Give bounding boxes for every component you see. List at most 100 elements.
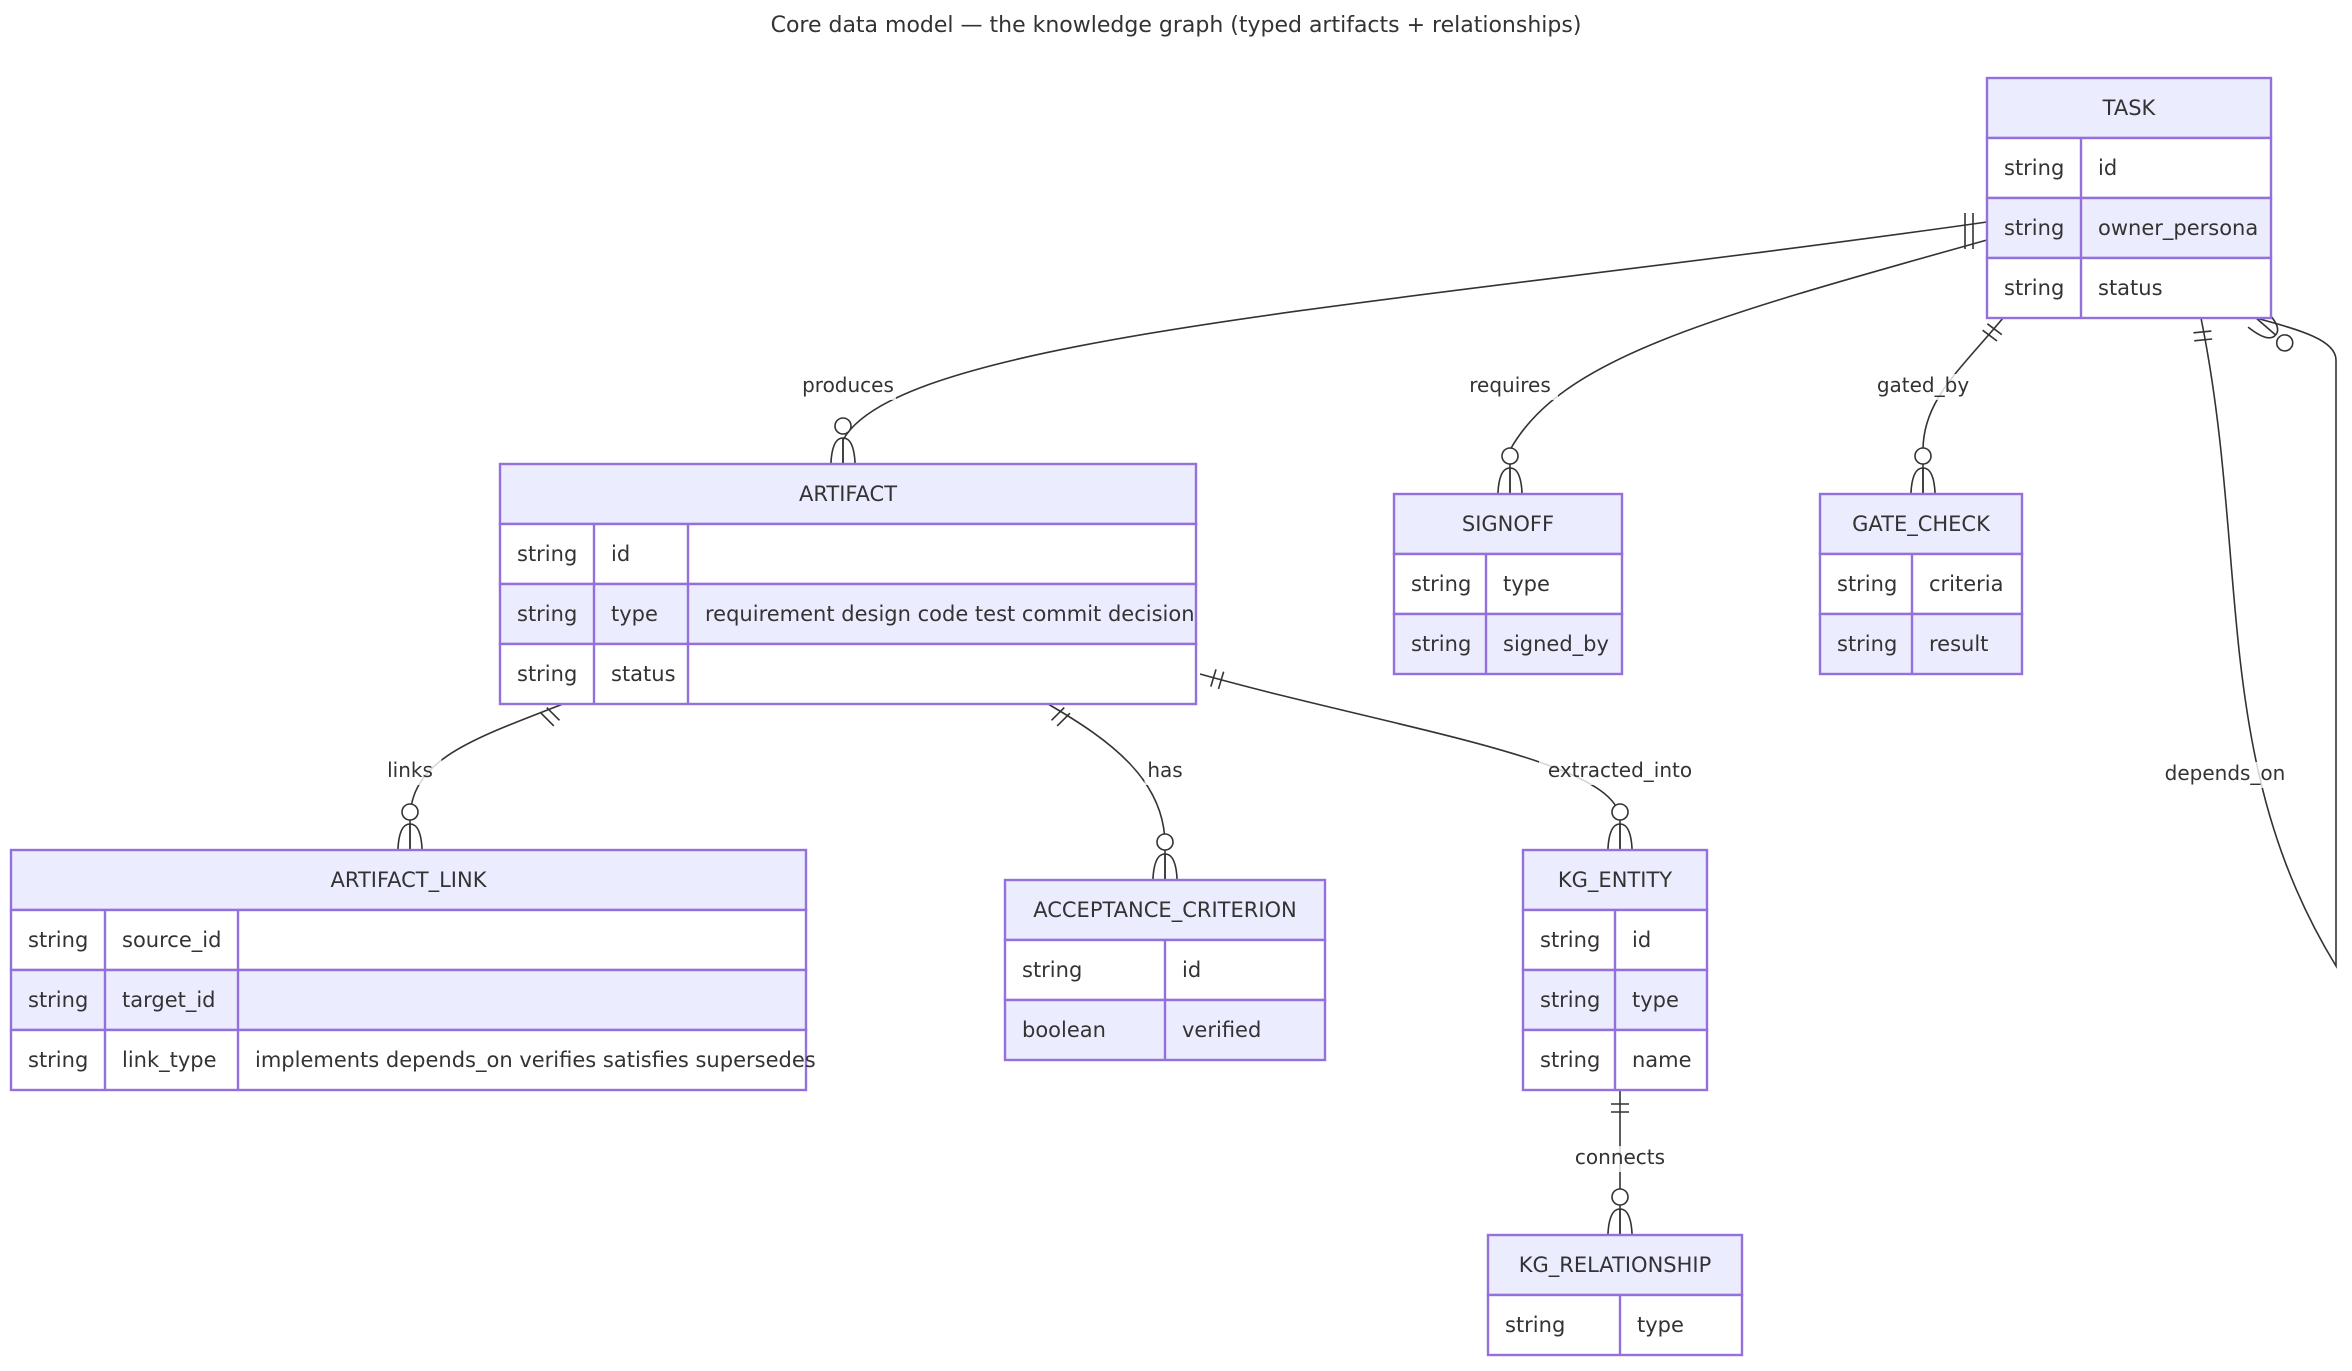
relationship-depends-on: depends_on [2165,308,2337,969]
cardinality-one-bar [2193,330,2212,334]
attribute-type: string [28,928,88,952]
attribute-name: id [1632,928,1651,952]
attribute-type: string [517,602,577,626]
cardinality-one-bar [546,706,561,721]
cardinality-many-foot [830,437,844,465]
label-background [800,374,896,400]
attribute-type: string [1837,632,1897,656]
entity-header [1392,492,1624,556]
attribute-type: string [28,988,88,1012]
relationship-label: has [1147,758,1182,782]
attribute-name: verified [1182,1018,1261,1042]
cardinality-one-bar [1217,671,1225,690]
attribute-type: string [1022,958,1082,982]
attribute-row [1818,552,2024,616]
attribute-row [498,642,1198,706]
attribute-type: string [1505,1313,1565,1337]
relationship-label: depends_on [2165,761,2286,785]
attribute-type: string [517,542,577,566]
relationship-links: links [378,703,564,851]
cardinality-one-bar [1982,329,1998,342]
attribute-row [498,522,1198,586]
cardinality-many-foot [1922,467,1936,495]
diagram-title: Core data model — the knowledge graph (t… [771,13,1582,38]
relationship-gated-by: gated_by [1875,317,2004,495]
cardinality-zero-circle [1501,447,1519,465]
cardinality-zero-circle [1611,803,1629,821]
cardinality-one-bar [1210,669,1217,687]
attribute-name: status [2098,276,2163,300]
attribute-row [1392,552,1624,616]
relationship-connects: connects [1572,1090,1668,1236]
cardinality-many-foot [409,823,423,851]
attribute-name: owner_persona [2098,216,2258,241]
relationship-line [1047,703,1166,880]
relationship-label: connects [1575,1145,1665,1169]
cardinality-zero-circle [834,417,852,435]
attribute-row [1392,612,1624,676]
attribute-name: target_id [122,988,216,1013]
attribute-name: id [611,542,630,566]
label-background [1144,759,1186,785]
attribute-comment: implements depends_on verifies satisfies… [255,1048,816,1073]
cardinality-zero-circle [1611,1188,1629,1206]
attribute-name: type [1632,988,1679,1012]
label-background [1462,374,1558,400]
cardinality-many-foot [2247,326,2277,339]
entity-name: ARTIFACT_LINK [331,868,488,893]
attribute-type: string [1540,928,1600,952]
cardinality-zero-circle [401,803,419,821]
attribute-name: type [1503,572,1550,596]
label-background [1572,1146,1668,1172]
label-background [2166,762,2284,788]
attribute-type: string [1411,632,1471,656]
attribute-name: id [2098,156,2117,180]
cardinality-many-foot [1607,823,1621,851]
cardinality-one-bar [1056,712,1071,727]
entity-name: ACCEPTANCE_CRITERION [1033,898,1297,923]
label-background [1875,374,1971,400]
attribute-row [498,582,1198,646]
cardinality-many-foot [842,437,856,465]
entity-header [1985,76,2273,140]
relationship-label: produces [802,373,894,397]
entity-header [1521,848,1709,912]
cardinality-many-foot [1619,823,1633,851]
relationship-line [842,221,1988,464]
relationship-produces: produces [800,213,1988,465]
attribute-type: boolean [1022,1018,1106,1042]
entity-header [9,848,808,912]
attribute-row [9,908,808,972]
attribute-name: signed_by [1503,632,1609,657]
entity-name: KG_ENTITY [1558,868,1672,893]
relationship-label: links [387,758,433,782]
cardinality-one-bar [1050,706,1065,721]
attribute-type: string [2004,156,2064,180]
cardinality-many-foot [1152,853,1166,881]
relationship-line [1922,317,2004,494]
attribute-type: string [2004,216,2064,240]
cardinality-zero-circle [1156,833,1174,851]
cardinality-many-foot [397,823,411,851]
attribute-name: id [1182,958,1201,982]
attribute-type: string [1540,1048,1600,1072]
attribute-name: result [1929,632,1988,656]
attribute-name: link_type [122,1048,217,1073]
cardinality-zero-circle [1914,447,1932,465]
cardinality-one-bar [540,712,555,727]
attribute-name: type [1637,1313,1684,1337]
entity-header [1003,878,1327,942]
relationship-line [1199,673,1621,850]
attribute-type: string [2004,276,2064,300]
relationship-line [2200,317,2337,969]
attribute-type: string [28,1048,88,1072]
relationships-layer: produces requires gated_by depends_on links h… [378,213,2337,1236]
relationship-label: requires [1469,373,1551,397]
attribute-type: string [517,662,577,686]
